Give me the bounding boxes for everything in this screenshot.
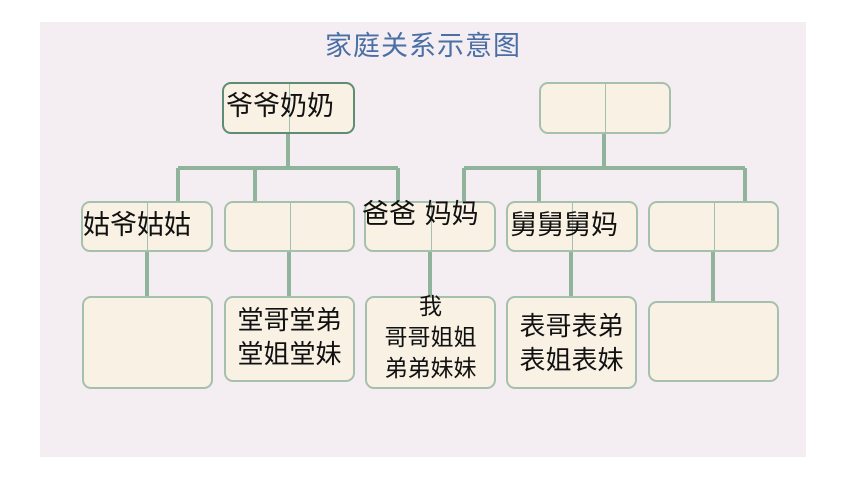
label-parents: 爸爸 妈妈 — [362, 199, 479, 230]
label-paternal-aunt-couple: 姑爷姑姑 — [83, 210, 191, 241]
node-paternal-aunt-couple[interactable] — [81, 201, 213, 252]
m-cousin-line-1: 表哥表弟 — [519, 312, 624, 342]
node-maternal-aunt-children[interactable] — [648, 301, 779, 382]
older-siblings-line: 哥哥姐姐 — [384, 325, 477, 351]
node-maternal-aunt-couple[interactable] — [648, 201, 779, 252]
cousin-line-2: 堂姐堂妹 — [237, 340, 342, 370]
diagram-title: 家庭关系示意图 — [325, 31, 521, 62]
younger-siblings-line: 弟弟妹妹 — [384, 356, 477, 382]
label-paternal-cousins: 堂哥堂弟 堂姐堂妹 — [224, 304, 355, 372]
label-self-and-siblings: 我 哥哥姐姐 弟弟妹妹 — [365, 292, 496, 385]
self-line: 我 — [419, 294, 442, 320]
cousin-line-1: 堂哥堂弟 — [237, 306, 342, 336]
node-self-and-siblings[interactable] — [365, 296, 496, 389]
node-aunt-children[interactable] — [82, 296, 213, 389]
node-maternal-cousins[interactable] — [506, 296, 637, 389]
label-maternal-cousins: 表哥表弟 表姐表妹 — [506, 310, 637, 378]
label-maternal-uncle-couple: 舅舅舅妈 — [510, 210, 618, 241]
node-paternal-uncle-couple[interactable] — [224, 201, 355, 252]
node-paternal-grandparents[interactable] — [222, 82, 355, 134]
node-maternal-uncle-couple[interactable] — [506, 201, 638, 252]
node-paternal-cousins[interactable] — [224, 296, 355, 382]
label-paternal-grandparents: 爷爷奶奶 — [226, 91, 334, 122]
node-maternal-grandparents[interactable] — [539, 82, 671, 134]
m-cousin-line-2: 表姐表妹 — [519, 346, 624, 376]
node-parents[interactable] — [364, 201, 496, 252]
